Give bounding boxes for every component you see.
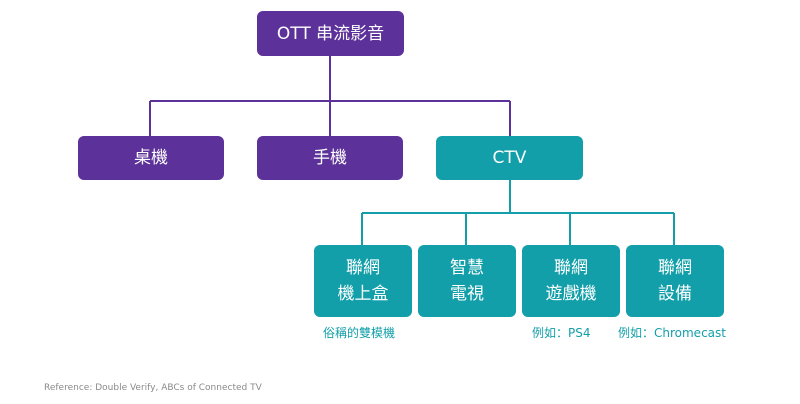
desktop-node-label: 桌機	[134, 148, 168, 168]
mobile-node: 手機	[257, 136, 403, 180]
smart-tv-node: 智慧 電視	[418, 245, 516, 317]
game-console-note: 例如：PS4	[532, 326, 591, 340]
connected-device-node-label: 聯網 設備	[658, 258, 692, 304]
connected-device-note: 例如：Chromecast	[618, 326, 726, 340]
root-node: OTT 串流影音	[257, 11, 404, 56]
connected-device-node: 聯網 設備	[626, 245, 724, 317]
ctv-connectors	[361, 180, 675, 245]
root-node-label: OTT 串流影音	[276, 23, 385, 44]
mobile-node-label: 手機	[313, 148, 347, 168]
game-console-node-label: 聯網 遊戲機	[545, 258, 597, 304]
game-console-node: 聯網 遊戲機	[522, 245, 620, 317]
smart-tv-node-label: 智慧 電視	[450, 258, 484, 304]
reference-text: Reference: Double Verify, ABCs of Connec…	[44, 383, 262, 393]
desktop-node: 桌機	[78, 136, 224, 180]
settop-box-node-label: 聯網 機上盒	[337, 258, 389, 304]
root-connectors	[149, 55, 511, 136]
ctv-node-label: CTV	[492, 148, 527, 168]
settop-box-note: 俗稱的雙模機	[323, 326, 396, 340]
ctv-node: CTV	[436, 136, 583, 180]
settop-box-node: 聯網 機上盒	[314, 245, 412, 317]
